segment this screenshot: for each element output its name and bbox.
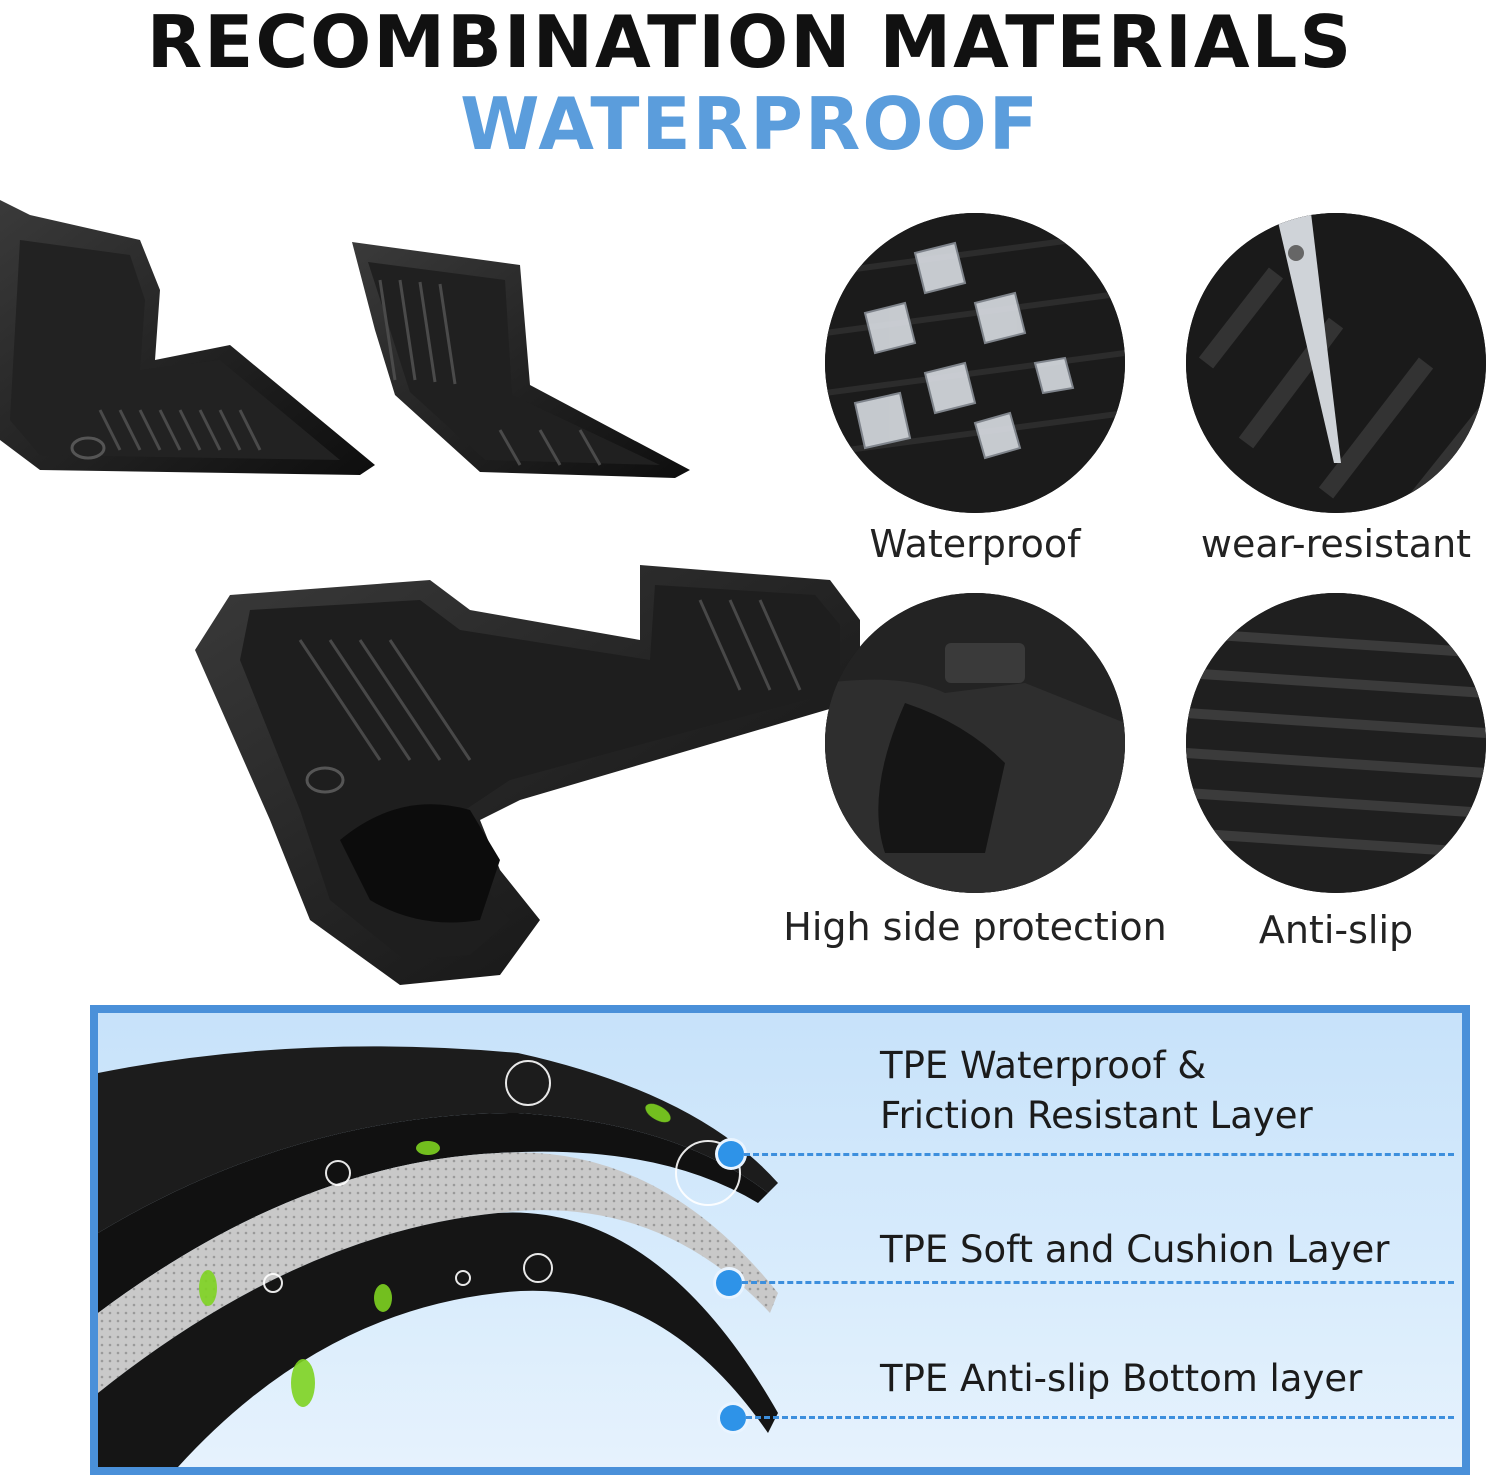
layer-marker-middle: [716, 1270, 742, 1296]
high-side-protection-circle: [825, 593, 1125, 893]
scissors-icon: [1186, 213, 1486, 513]
feature-label-high-side-protection: High side protection: [783, 905, 1167, 949]
front-right-mat: [352, 242, 690, 478]
feature-label-wear-resistant: wear-resistant: [1200, 522, 1472, 566]
layer-marker-bottom: [720, 1405, 746, 1431]
layer-line-bottom: [746, 1416, 1454, 1419]
waterproof-circle: [825, 213, 1125, 513]
ice-cubes-icon: [825, 213, 1125, 513]
feature-label-waterproof: Waterproof: [869, 522, 1081, 566]
layers-panel: TPE Waterproof & Friction Resistant Laye…: [90, 1005, 1470, 1475]
page-title: RECOMBINATION MATERIALS: [146, 0, 1354, 84]
layer-label-middle: TPE Soft and Cushion Layer: [880, 1228, 1390, 1271]
page-subtitle: WATERPROOF: [460, 82, 1040, 166]
layer-line-top: [744, 1153, 1454, 1156]
feature-label-anti-slip: Anti-slip: [1258, 908, 1414, 952]
front-left-mat: [0, 200, 375, 475]
layer-marker-top: [718, 1141, 744, 1167]
layer-label-top-line2: Friction Resistant Layer: [880, 1094, 1313, 1137]
ridges-icon: [1186, 593, 1486, 893]
layer-label-top-line1: TPE Waterproof &: [880, 1044, 1207, 1087]
raised-edge-icon: [825, 593, 1125, 893]
layer-cross-section-image: [98, 1046, 778, 1467]
wear-resistant-circle: [1186, 213, 1486, 513]
layer-label-bottom: TPE Anti-slip Bottom layer: [880, 1357, 1363, 1400]
layer-line-middle: [742, 1281, 1454, 1284]
rear-mat: [195, 565, 860, 985]
floor-mats-image: [0, 200, 860, 985]
anti-slip-circle: [1186, 593, 1486, 893]
